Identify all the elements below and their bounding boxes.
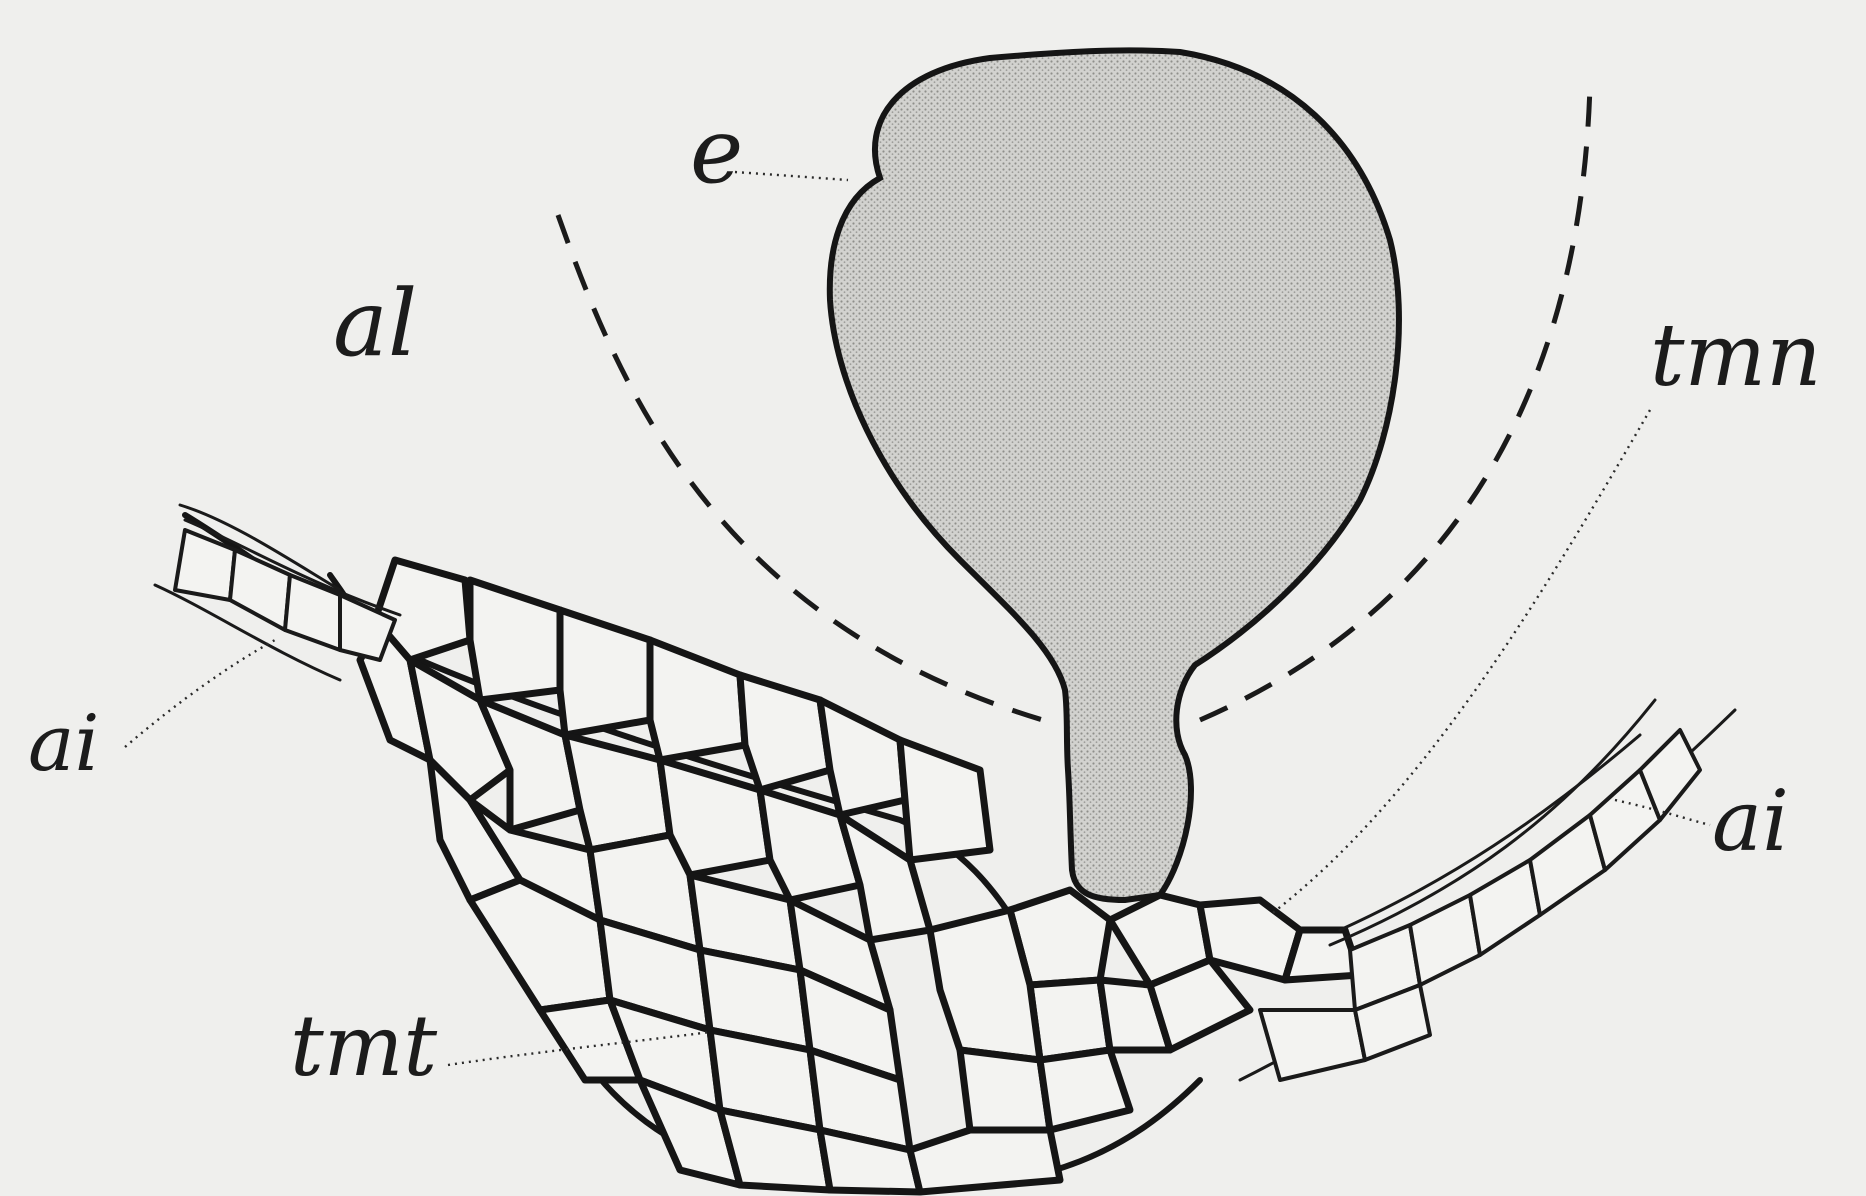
cell (230, 550, 290, 630)
label-tmt: tmt (290, 997, 437, 1095)
cell (820, 700, 905, 815)
cell (960, 1050, 1050, 1130)
leader-e (735, 172, 848, 180)
cell (1040, 1050, 1130, 1130)
cell (1410, 895, 1480, 985)
wing-left-ai (155, 505, 400, 680)
label-e: e (690, 99, 743, 204)
leader-ai-left (125, 640, 275, 747)
cell (470, 580, 560, 700)
cell (560, 610, 650, 735)
label-ai-left: ai (28, 699, 99, 789)
cell (1030, 980, 1110, 1060)
cell (900, 740, 990, 860)
label-tmn: tmn (1650, 306, 1822, 406)
cell (650, 640, 745, 760)
cell (1260, 1010, 1365, 1080)
label-ai-right: ai (1712, 772, 1789, 870)
label-al: al (333, 270, 417, 377)
cell (910, 1130, 1060, 1192)
cell (740, 675, 830, 790)
wing-right-ai (1240, 700, 1735, 1080)
cell (1470, 860, 1540, 955)
cell (565, 735, 670, 850)
